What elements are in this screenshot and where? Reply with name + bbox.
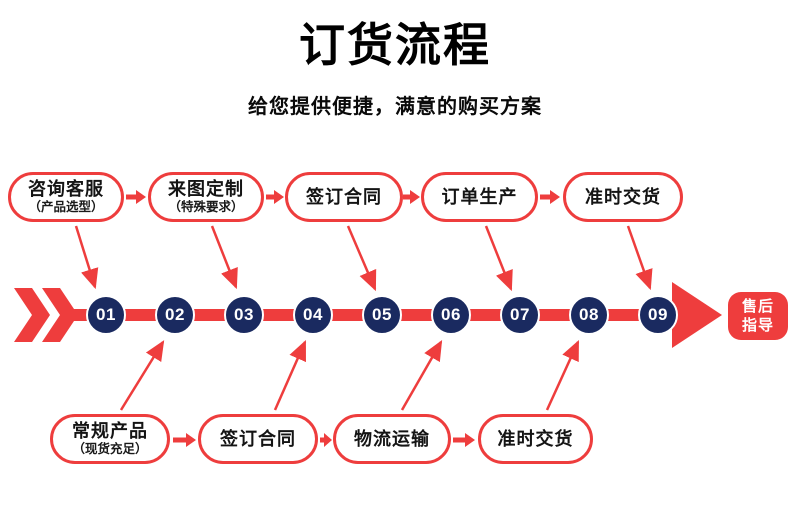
- connector-arrow: [400, 340, 443, 411]
- flow-node-sublabel: （特殊要求）: [168, 200, 244, 214]
- timeline-step-01: 01: [86, 295, 126, 335]
- after-sales-badge-line1: 售后: [741, 298, 774, 315]
- timeline-step-07: 07: [500, 295, 540, 335]
- flow-node-label: 准时交货: [497, 428, 574, 449]
- arrow-right-icon: [173, 433, 196, 447]
- timeline-step-03: 03: [224, 295, 264, 335]
- flow-node-label: 咨询客服: [28, 179, 104, 199]
- flow-node-custom-design: 来图定制 （特殊要求）: [148, 172, 264, 222]
- flow-node-label: 签订合同: [306, 186, 382, 207]
- connector-arrow: [626, 225, 653, 291]
- timeline-arrowhead: [672, 282, 722, 348]
- flow-node-sign-contract-bottom: 签订合同: [198, 414, 318, 464]
- flow-node-sublabel: （现货充足）: [72, 442, 148, 456]
- timeline-step-09: 09: [638, 295, 678, 335]
- connector-arrow: [210, 225, 238, 290]
- connector-arrow: [484, 225, 513, 292]
- chevron-left-1: [14, 288, 50, 342]
- timeline-step-06: 06: [431, 295, 471, 335]
- timeline-step-02: 02: [155, 295, 195, 335]
- arrow-right-icon: [403, 190, 420, 204]
- flow-node-logistics: 物流运输: [333, 414, 451, 464]
- arrow-right-icon: [540, 190, 560, 204]
- page-subtitle: 给您提供便捷，满意的购买方案: [248, 96, 542, 118]
- after-sales-badge: 售后 指导: [728, 292, 788, 340]
- flow-node-delivery-top: 准时交货: [563, 172, 683, 222]
- flow-node-regular-product: 常规产品 （现货充足）: [50, 414, 170, 464]
- connector-arrow: [273, 339, 307, 411]
- flow-node-production: 订单生产: [421, 172, 538, 222]
- arrow-right-icon: [126, 190, 146, 204]
- arrow-right-icon: [266, 190, 284, 204]
- flow-node-label: 物流运输: [354, 428, 430, 449]
- arrow-right-icon: [453, 433, 475, 447]
- connector-arrow: [74, 225, 99, 290]
- flow-node-delivery-bottom: 准时交货: [478, 414, 593, 464]
- connector-arrow: [545, 339, 580, 411]
- connector-arrow: [119, 340, 165, 411]
- after-sales-badge-line2: 指导: [741, 317, 774, 334]
- flow-node-label: 订单生产: [441, 186, 518, 207]
- connector-arrow: [346, 225, 377, 292]
- flow-node-label: 签订合同: [220, 428, 296, 449]
- timeline-step-04: 04: [293, 295, 333, 335]
- chevron-left-2: [42, 288, 78, 342]
- flow-node-sign-contract-top: 签订合同: [285, 172, 403, 222]
- flow-node-consult: 咨询客服 （产品选型）: [8, 172, 124, 222]
- flow-node-label: 准时交货: [585, 186, 661, 207]
- arrow-right-icon: [320, 433, 332, 447]
- flow-node-sublabel: （产品选型）: [28, 200, 104, 214]
- flow-node-label: 常规产品: [72, 421, 148, 441]
- timeline-step-05: 05: [362, 295, 402, 335]
- timeline-step-08: 08: [569, 295, 609, 335]
- flow-node-label: 来图定制: [168, 179, 244, 199]
- page-title: 订货流程: [299, 19, 491, 71]
